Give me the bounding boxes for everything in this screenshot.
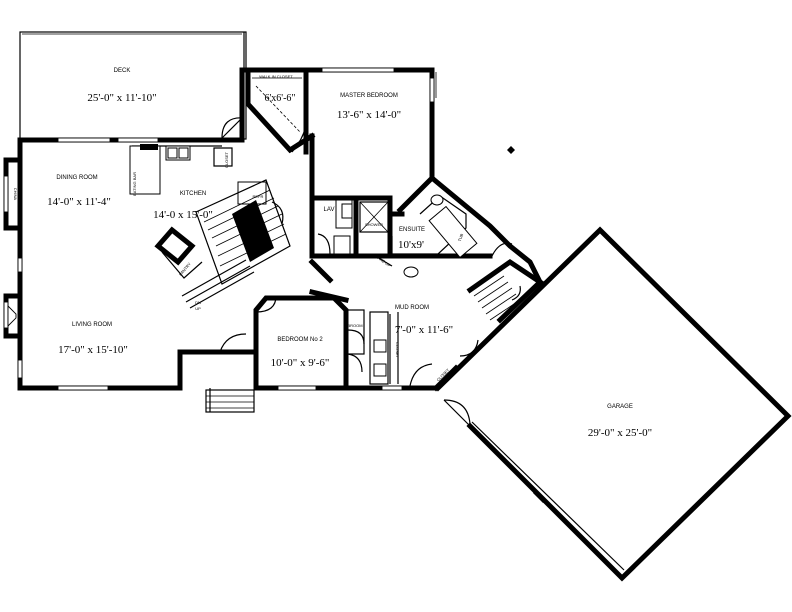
dining-room-label: DINING ROOM [56,175,97,181]
closet-label: CLOSET [224,151,229,168]
master-bedroom-label: MASTER BEDROOM [340,93,398,99]
living-room-size: 17'-0" x 15'-10" [58,344,128,356]
exterior-walls [3,67,544,392]
main-stairs [181,179,291,309]
fridge-label: REFR [253,194,264,199]
mud-room-label: MUD ROOM [395,305,429,311]
ensuite-size: 10'x9' [398,239,424,251]
master-bedroom-size: 13'-6" x 14'-0" [337,109,401,121]
stair-dn-label: DN [195,300,201,305]
garage-label: GARAGE [607,404,633,410]
ensuite-label: ENSUITE [399,227,425,233]
mud-room-size: 7'-0" x 11'-6" [395,324,453,336]
deck-size: 25'-0" x 11'-10" [87,92,156,104]
garage [434,226,792,582]
stair-up-label: UP [195,306,201,311]
deck [19,31,247,140]
living-room-label: LIVING ROOM [72,322,112,328]
mud-closet-label: CLOSET [395,342,400,359]
dining-room-size: 14'-0" x 11'-4" [47,196,111,208]
garage-stairs [466,258,544,324]
shower-label: SHOWER [365,222,383,227]
bedroom2-label: BEDROOM No 2 [277,337,323,343]
walk-in-closet-size: 6'x6'-6" [264,93,295,104]
kitchen-size: 14'-0 x 15'-0" [153,209,213,221]
china-label: CHINA [13,188,18,201]
broom-label: BROOM [347,323,362,328]
eating-bar-label: EATING BAR [132,172,137,196]
garage-size: 29'-0" x 25'-0" [588,427,652,439]
windows [3,67,435,391]
deck-label: DECK [114,68,131,74]
lav-label: LAV [324,207,335,213]
bedroom2-size: 10'-0" x 9'-6" [271,357,330,369]
tub-label: TUB [457,233,465,243]
walk-in-closet-label: WALK IN CLOSET [259,74,293,79]
kitchen-label: KITCHEN [180,191,206,197]
interior-details [129,72,515,413]
